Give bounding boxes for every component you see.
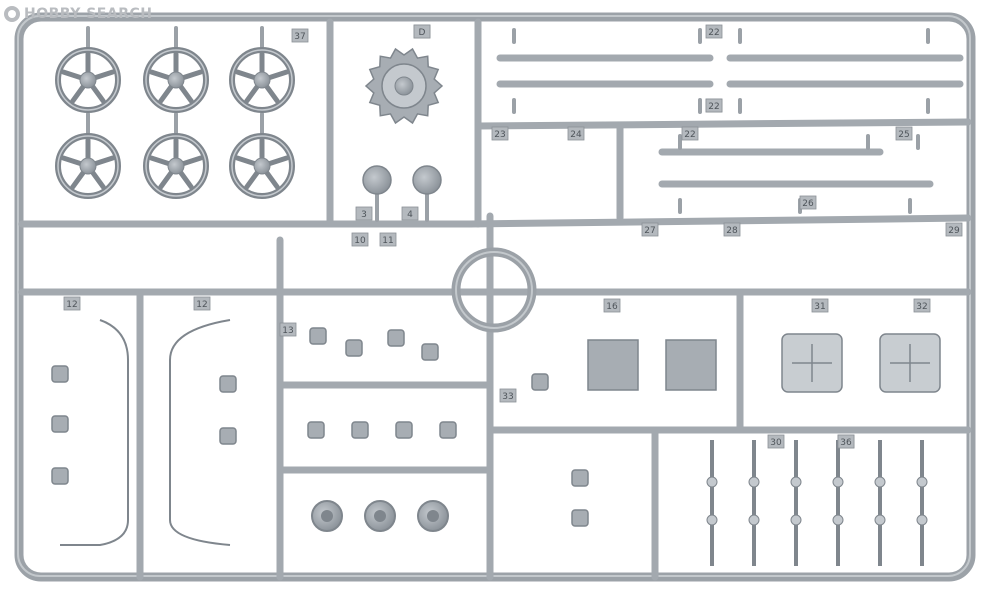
part-number-tag: 23 (491, 126, 509, 141)
svg-text:12: 12 (66, 300, 77, 310)
svg-text:22: 22 (708, 102, 719, 112)
part-number-tag: 27 (641, 222, 659, 237)
watermark: HOBBY SEARCH (4, 4, 152, 24)
small-part (219, 427, 237, 445)
small-part (219, 375, 237, 393)
clear-lens-part (879, 333, 941, 393)
runner (474, 118, 972, 130)
small-part (387, 329, 405, 347)
small-part (309, 327, 327, 345)
part-number-tag: 22 (705, 24, 723, 39)
svg-text:11: 11 (382, 236, 393, 246)
small-part (395, 421, 413, 439)
svg-text:12: 12 (196, 300, 207, 310)
support-roller (364, 500, 396, 532)
part-number-tag: 26 (799, 195, 817, 210)
runner (466, 214, 972, 228)
small-part (439, 421, 457, 439)
part-number-tag: 22 (705, 98, 723, 113)
part-number-tag: 25 (895, 126, 913, 141)
svg-text:31: 31 (814, 302, 825, 312)
part-number-tags: 2222222232422252634101127282912121316313… (63, 24, 963, 449)
small-part (345, 339, 363, 357)
small-part (571, 469, 589, 487)
small-part (51, 365, 69, 383)
svg-text:36: 36 (840, 438, 852, 448)
svg-text:3: 3 (361, 210, 367, 220)
hobby-search-logo-icon (4, 6, 20, 22)
flat-plate (665, 339, 717, 391)
small-part (351, 421, 369, 439)
svg-text:26: 26 (802, 199, 814, 209)
part-number-tag: 22 (681, 126, 699, 141)
part-number-tag: 33 (499, 388, 517, 403)
thin-rail (60, 319, 129, 546)
part-number-tag: 4 (401, 206, 419, 221)
part-number-tag: 31 (811, 298, 829, 313)
road-wheel (55, 47, 121, 113)
part-number-tag: 24 (567, 126, 585, 141)
thin-rail (169, 319, 231, 546)
flat-plate (587, 339, 639, 391)
svg-text:29: 29 (948, 226, 960, 236)
svg-text:22: 22 (684, 130, 695, 140)
road-wheel (229, 133, 295, 199)
gates (86, 26, 930, 222)
part-number-tag: 29 (945, 222, 963, 237)
parts (51, 47, 941, 566)
part-number-tag: 13 (279, 322, 297, 337)
svg-text:27: 27 (644, 226, 655, 236)
clear-lens-part (781, 333, 843, 393)
svg-text:13: 13 (282, 326, 293, 336)
part-number-tag: 37 (291, 28, 309, 43)
part-number-tag: 10 (351, 232, 369, 247)
part-number-tag: 3 (355, 206, 373, 221)
svg-text:30: 30 (770, 438, 782, 448)
small-part (571, 509, 589, 527)
idler-cap (362, 165, 392, 195)
small-part (307, 421, 325, 439)
part-number-tag: 16 (603, 298, 621, 313)
svg-text:24: 24 (570, 130, 582, 140)
idler-cap (412, 165, 442, 195)
part-number-tag: 11 (379, 232, 397, 247)
support-roller (417, 500, 449, 532)
part-number-tag: 36 (837, 434, 855, 449)
part-number-tag: 12 (193, 296, 211, 311)
drive-sprocket (364, 47, 444, 125)
svg-text:25: 25 (898, 130, 909, 140)
part-number-tag: 12 (63, 296, 81, 311)
part-number-tag: 30 (767, 434, 785, 449)
small-part (421, 343, 439, 361)
svg-text:4: 4 (407, 210, 413, 220)
svg-text:D: D (419, 28, 426, 38)
small-part (51, 415, 69, 433)
small-part (51, 467, 69, 485)
svg-text:37: 37 (294, 32, 305, 42)
part-number-tag: D (413, 24, 431, 39)
road-wheel (143, 47, 209, 113)
svg-text:22: 22 (708, 28, 719, 38)
inner-runners (18, 18, 972, 581)
road-wheel (229, 47, 295, 113)
watermark-text: HOBBY SEARCH (24, 6, 153, 22)
svg-text:10: 10 (354, 236, 366, 246)
road-wheel (143, 133, 209, 199)
road-wheel (55, 133, 121, 199)
svg-text:16: 16 (606, 302, 618, 312)
small-part (531, 373, 549, 391)
svg-text:28: 28 (726, 226, 738, 236)
svg-text:32: 32 (916, 302, 927, 312)
svg-text:33: 33 (502, 392, 513, 402)
part-number-tag: 32 (913, 298, 931, 313)
svg-text:23: 23 (494, 130, 505, 140)
part-number-tag: 28 (723, 222, 741, 237)
support-roller (311, 500, 343, 532)
